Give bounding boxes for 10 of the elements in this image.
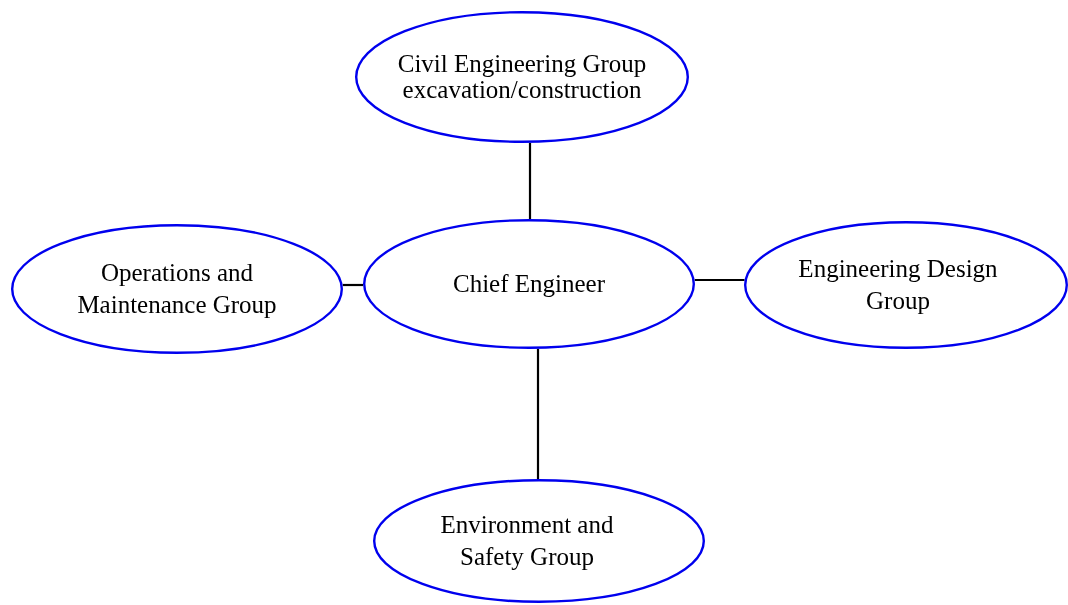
node-label: Operations and Maintenance Group [76,257,278,320]
node-label: excavation/construction [402,76,642,105]
node-label: Civil Engineering Group [397,48,647,79]
node-label: Engineering Design Group [797,253,999,316]
connector-line [528,142,532,219]
connector-line [694,278,745,282]
node-label: Chief Engineer [453,268,605,299]
node-label: Environment and Safety Group [439,509,615,572]
connector-line [536,348,540,479]
connector-line [342,283,363,287]
